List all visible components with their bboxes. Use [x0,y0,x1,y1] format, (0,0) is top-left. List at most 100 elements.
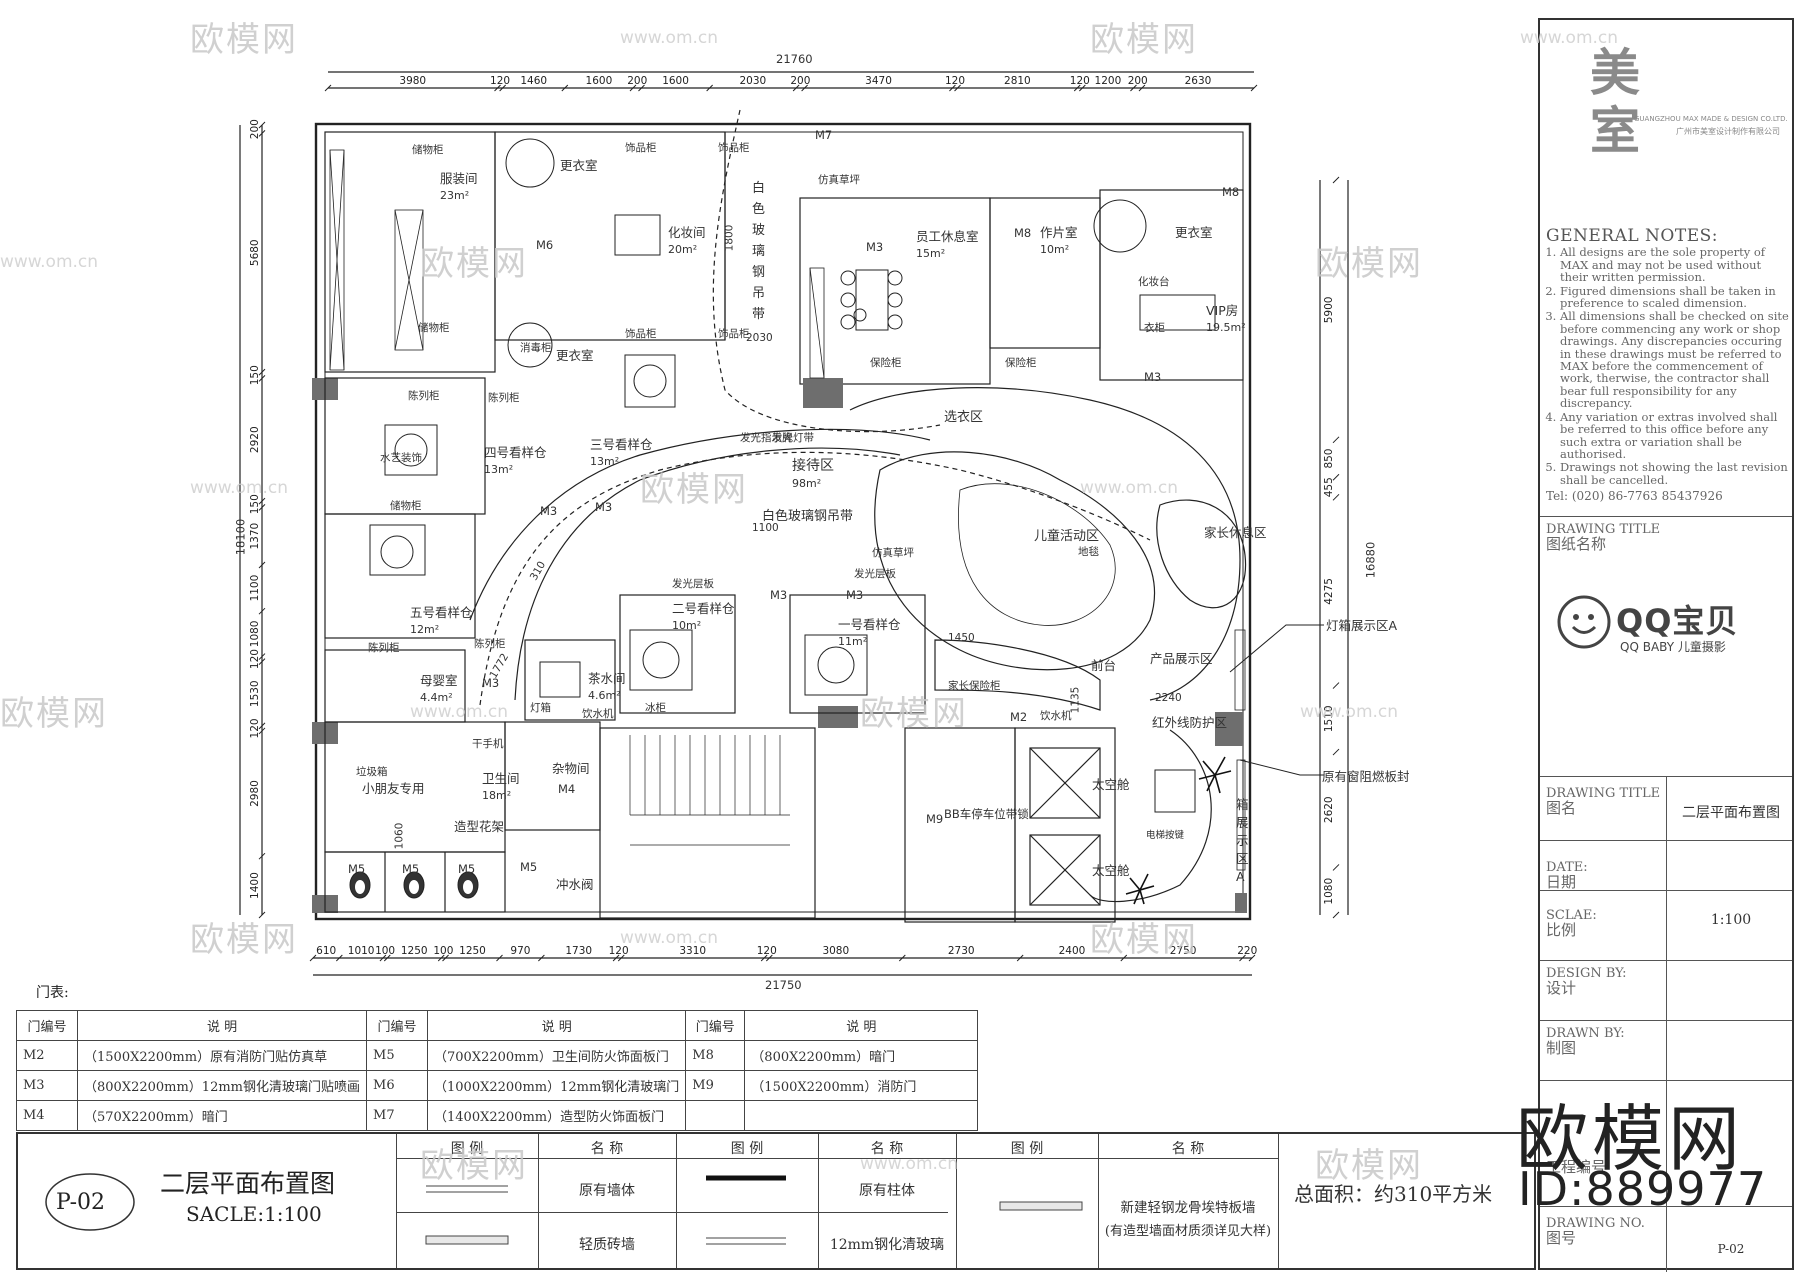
cell: M2 [16,1040,78,1071]
dim-tick [638,84,645,92]
note-item: Drawings not showing the last revision s… [1560,461,1792,486]
door-tag-m3: M3 [595,500,613,514]
dim-tick [379,954,387,962]
stair-treads [629,735,790,846]
dim-text: 120 [249,649,261,669]
dim-tick [629,84,637,92]
door-tag-m2: M2 [1010,710,1028,724]
room-label-storage: 杂物间 [552,761,590,776]
room-label-flower-rack: 造型花架 [454,819,505,834]
door-tag-m4: M4 [558,782,576,796]
dim-tick [1073,84,1081,92]
dim-text: 1400 [249,872,261,899]
dim-text: 120 [945,75,965,87]
dim-tick [494,84,501,92]
legend-name: 12mm钢化清玻璃 [829,1237,945,1253]
dim-text: 2810 [1004,75,1031,87]
dim-text: 2400 [1059,945,1086,957]
makeup-table [614,214,661,256]
th: 门编号 [366,1010,429,1041]
dim-tick [258,653,266,660]
door-tag-m3: M3 [846,588,864,602]
label-accessory: 饰品柜 [625,328,657,340]
row-value-drawing-no: P-02 [1717,1242,1745,1256]
label-water-art: 水艺装饰 [380,452,422,464]
seat [633,364,667,398]
vip-table [1139,294,1216,331]
room-label-elevator-btn: 电梯按键 [1146,830,1185,841]
seat [642,641,680,679]
label-display: 陈列柜 [474,638,506,650]
door-tag-m5: M5 [348,862,366,876]
dim-tick [1332,436,1340,444]
inner-dim: 2240 [1155,692,1182,704]
light-wall [394,209,424,351]
dim-tick [496,954,503,962]
dim-tick [954,84,961,92]
label-lightbox: 灯箱 [530,702,551,714]
label-closet: 衣柜 [1144,322,1165,334]
table-row: M2 （1500X2200mm）原有消防门贴仿真草 M5 （700X2200mm… [16,1040,979,1071]
door-tag-m5: M5 [402,862,420,876]
dim-text: 120 [249,718,261,738]
sofa [629,629,693,691]
room-label-infrared: 红外线防护区 [1152,715,1228,730]
note-item: Any variation or extras involved shall b… [1560,411,1792,461]
dim-text: 1600 [662,75,689,87]
contact-tel: Tel: (020) 86-7763 85437926 [1546,489,1723,504]
room-label-glass-band-2: 白色玻璃钢吊带 [762,509,854,524]
dim-text: 200 [249,119,261,139]
dim-text: 1250 [401,945,428,957]
dim-tick [258,368,266,376]
column [1215,712,1243,746]
room-label-capsule-2: 太空舱 [1092,863,1130,878]
cell: （800X2200mm）暗门 [744,1040,979,1071]
label-hand-dryer: 干手机 [472,738,504,750]
row-label: 工程编号 [1546,1158,1607,1176]
dim-tick [612,954,620,962]
row-label: SCLAE:比例 [1546,908,1597,939]
watermark-id: ID:889977 [1518,1162,1768,1216]
label-carpet: 地毯 [1078,546,1099,558]
label-storage: 储物柜 [418,322,450,334]
door-tag-m3: M3 [540,504,558,518]
dim-tick [617,954,625,962]
door-tag-m3: M3 [1144,370,1162,384]
round-mirror [507,322,553,368]
light-wall [329,149,345,371]
label-light-strip: 发光灯带 [772,432,814,444]
callout-window-board: 原有窗阻燃板封 [1322,769,1410,784]
legend-name: 新建轻钢龙骨埃特板墙 [1120,1200,1256,1216]
dim-tick [258,561,266,569]
row-label: DRAWING NO.图号 [1546,1216,1645,1247]
cell: M6 [366,1070,429,1101]
room-label-capsule-1: 太空舱 [1092,777,1130,792]
dim-tick [258,497,266,505]
dim-tick [561,84,569,92]
cell: （800X2200mm）12mm钢化清玻璃门贴喷画 [76,1070,368,1101]
dim-tick [1332,682,1340,689]
dim-tick [258,727,266,735]
dim-tick [1332,864,1340,871]
dim-text: 850 [1323,449,1335,469]
row-label: DATE:日期 [1546,860,1588,891]
floor-plan-drawing: 3980120146016002001600203020034701202810… [239,71,1349,976]
inner-dim: 1100 [752,522,779,534]
room-label-glass-band: 白色玻璃钢吊带 [752,181,766,322]
label-safe: 保险柜 [870,357,902,369]
table-header-row: 门编号 说 明 门编号 说 明 门编号 说 明 [16,1010,979,1041]
room-label-kids-toilet: 小朋友专用 [362,781,425,796]
front-desk-obj [1154,769,1196,813]
dim-text: 150 [249,365,261,385]
sheet-no-ellipse [45,1173,135,1231]
legend-symbols [425,1175,1083,1245]
dim-text: 200 [627,75,647,87]
door-tag-m5: M5 [520,860,538,874]
